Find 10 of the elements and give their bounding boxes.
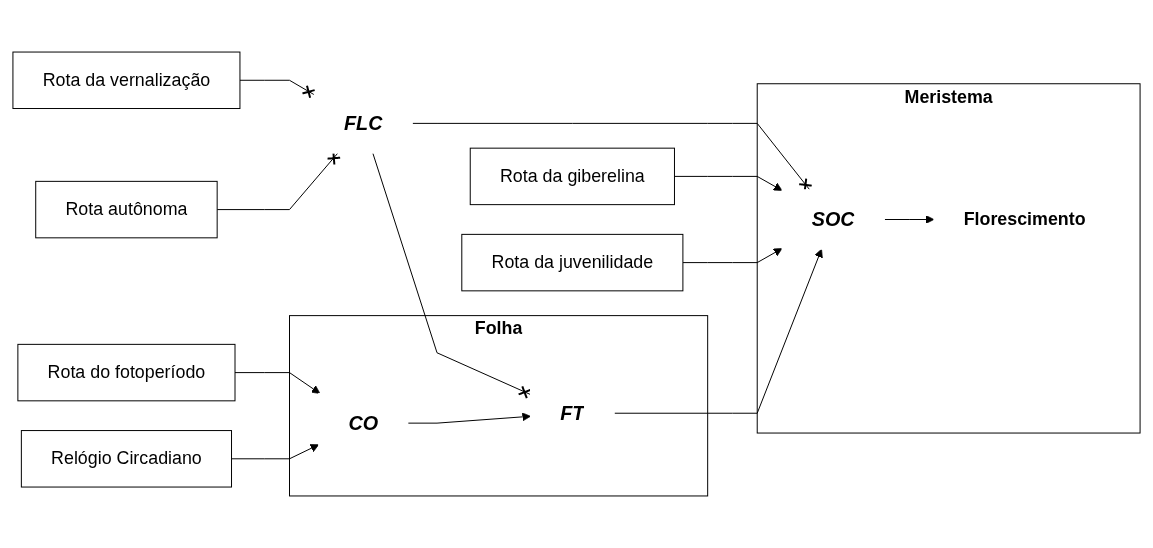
node-box: Rota do fotoperíodo [17,343,236,402]
node-box: Rota da giberelina [469,147,675,206]
node-box: Rota da juvenilidade [461,233,684,292]
node-text: FLC [344,112,383,135]
node-text: CO [348,412,379,435]
node-box: Rota da vernalização [12,51,241,109]
node-box: Relógio Circadiano [20,430,232,488]
node-text: Florescimento [963,209,1086,229]
node-box: Rota autônoma [35,180,218,239]
node-text: SOC [811,208,855,231]
